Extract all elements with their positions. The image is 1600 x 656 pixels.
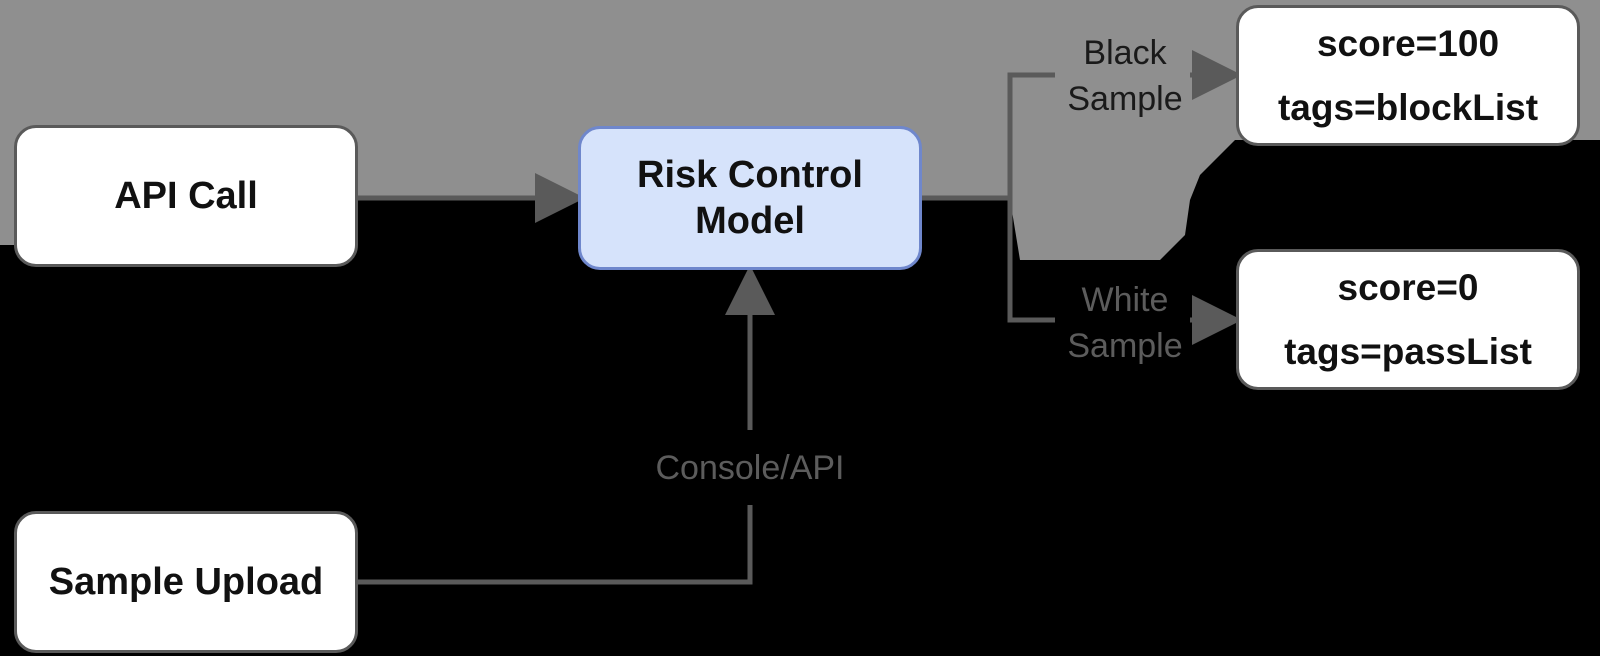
black-result-score: score=100 <box>1316 22 1500 64</box>
gray-background-left <box>0 0 16 245</box>
console-api-edge-label: Console/API <box>655 449 845 487</box>
sample-upload-label: Sample Upload <box>48 560 324 603</box>
risk-control-model-node: Risk Control Model <box>578 126 922 270</box>
api-call-label: API Call <box>114 174 258 217</box>
white-label-line1: White <box>1081 281 1169 319</box>
risk-model-label-line1: Risk Control <box>637 154 863 196</box>
edge-upload-to-model <box>358 505 753 585</box>
white-sample-edge-label: White Sample <box>1040 277 1210 369</box>
edge-split-branch <box>1007 72 1055 323</box>
white-result-tags: tags=passList <box>1284 330 1532 372</box>
white-label-line2: Sample <box>1067 327 1183 365</box>
black-label-line2: Sample <box>1067 80 1183 118</box>
white-sample-result-node: score=0 tags=passList <box>1236 249 1580 390</box>
risk-model-label-line2: Model <box>695 200 805 242</box>
white-result-score: score=0 <box>1337 266 1479 308</box>
sample-upload-node: Sample Upload <box>14 511 358 653</box>
black-sample-result-node: score=100 tags=blockList <box>1236 5 1580 146</box>
black-label-line1: Black <box>1083 34 1167 72</box>
black-sample-edge-label: Black Sample <box>1040 30 1210 122</box>
black-result-tags: tags=blockList <box>1277 86 1539 128</box>
api-call-node: API Call <box>14 125 358 267</box>
